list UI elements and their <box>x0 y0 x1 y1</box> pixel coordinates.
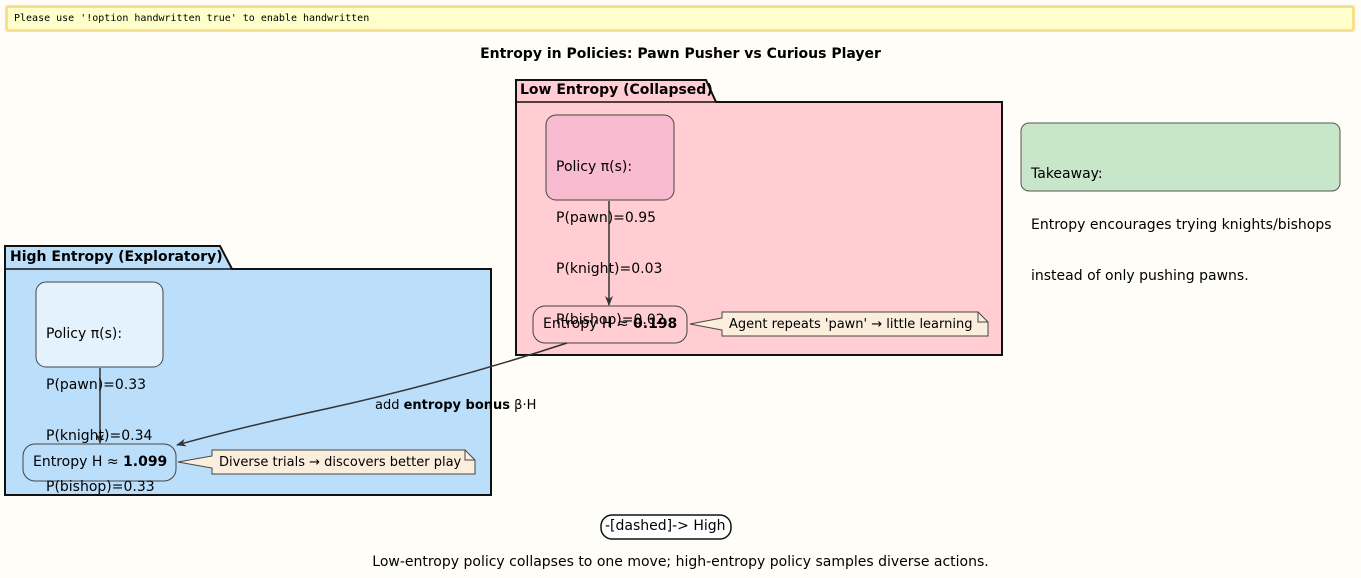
high-policy-node <box>35 281 164 368</box>
low-entropy-node <box>532 305 688 344</box>
low-policy-knight: P(knight)=0.03 <box>556 261 663 277</box>
low-note-text: Agent repeats 'pawn' → little learning <box>729 317 973 332</box>
high-policy-knight: P(knight)=0.34 <box>46 428 153 444</box>
high-note-text: Diverse trials → discovers better play <box>219 455 462 470</box>
high-entropy-note <box>177 449 476 475</box>
takeaway-line-2: Entropy encourages trying knights/bishop… <box>1031 217 1332 233</box>
low-entropy-note <box>689 311 989 337</box>
low-policy-pawn: P(pawn)=0.95 <box>556 210 657 226</box>
high-policy-text: Policy π(s): P(pawn)=0.33 P(knight)=0.34… <box>46 292 155 513</box>
low-entropy-value: 0.198 <box>633 316 678 332</box>
takeaway-line-3: instead of only pushing pawns. <box>1031 268 1249 284</box>
edge-label-bold: entropy bonus <box>403 398 511 413</box>
takeaway-text: Takeaway: Entropy encourages trying knig… <box>1031 132 1332 302</box>
high-policy-pawn: P(pawn)=0.33 <box>46 377 147 393</box>
low-policy-node <box>545 114 675 201</box>
low-policy-text: Policy π(s): P(pawn)=0.95 P(knight)=0.03… <box>556 125 665 346</box>
low-policy-bishop: P(bishop)=0.02 <box>556 312 665 328</box>
edge-label-suffix: β·H <box>510 398 537 413</box>
high-entropy-node <box>22 443 177 482</box>
low-entropy-text: Entropy H ≈ 0.198 <box>543 316 677 333</box>
high-entropy-prefix: Entropy H ≈ <box>33 454 124 470</box>
diagram-title: Entropy in Policies: Pawn Pusher vs Curi… <box>480 46 881 62</box>
edge-label-prefix: add <box>375 398 404 413</box>
high-entropy-value: 1.099 <box>123 454 168 470</box>
low-entropy-package-label: Low Entropy (Collapsed) <box>520 82 713 98</box>
high-policy-heading: Policy π(s): <box>46 326 123 342</box>
handwritten-warning: Please use '!option handwritten true' to… <box>5 5 1355 32</box>
high-entropy-text: Entropy H ≈ 1.099 <box>33 454 167 471</box>
entropy-bonus-label: add entropy bonus β·H <box>375 398 536 413</box>
takeaway-note <box>1020 122 1341 192</box>
takeaway-line-1: Takeaway: <box>1031 166 1103 182</box>
high-entropy-package-label: High Entropy (Exploratory) <box>10 249 223 265</box>
low-entropy-prefix: Entropy H ≈ <box>543 316 634 332</box>
low-policy-heading: Policy π(s): <box>556 159 633 175</box>
legend-box <box>600 514 732 540</box>
entropy-bonus-arrow <box>176 342 568 447</box>
diagram-caption: Low-entropy policy collapses to one move… <box>372 554 989 570</box>
high-policy-bishop: P(bishop)=0.33 <box>46 479 155 495</box>
legend-text: -[dashed]-> High <box>605 518 726 534</box>
